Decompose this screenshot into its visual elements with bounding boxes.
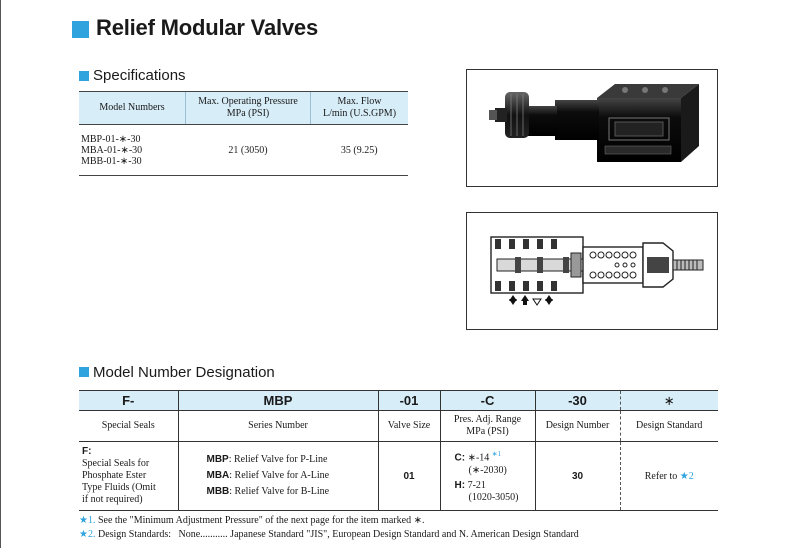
spec-data-row: MBP-01-∗-30 MBA-01-∗-30 MBB-01-∗-30 21 (… (79, 124, 408, 176)
title-marker (72, 21, 89, 38)
valve-photo-illustration (489, 84, 699, 162)
cross-section-drawing (466, 212, 718, 330)
pressure-h-psi: (1020-3050) (468, 491, 519, 503)
seals-line: if not required) (82, 494, 143, 505)
seals-line: Special Seals for (82, 458, 150, 469)
designation-table: F- MBP -01 -C -30 ∗ Special Seals Series… (79, 390, 718, 511)
footnote-2: ★2. Design Standards: None........... Ja… (79, 529, 579, 540)
spec-flow-cell: 35 (9.25) (310, 124, 408, 176)
valve-section-illustration (490, 236, 704, 306)
page-title: Relief Modular Valves (96, 15, 318, 40)
series-item: MBP: Relief Valve for P-Line (206, 454, 328, 465)
pressure-c-psi: (∗-2030) (468, 464, 507, 476)
pressure-c-line: C: ∗-14 ∗1 (454, 450, 502, 464)
series-item: MBB: Relief Valve for B-Line (206, 486, 330, 497)
product-photo (466, 69, 718, 187)
designation-heading: Model Number Designation (93, 364, 275, 381)
design-standard-cell: Refer to ★2 (619, 441, 718, 511)
model-number: MBB-01-∗-30 (81, 155, 142, 167)
designation-label-row: Special Seals Series Number Valve Size P… (79, 410, 718, 442)
label-valve-size: Valve Size (377, 410, 440, 442)
designation-body-row: F: Special Seals for Phosphate Ester Typ… (79, 441, 718, 511)
spec-pressure-cell: 21 (3050) (185, 124, 311, 176)
code-seals: F- (79, 390, 178, 411)
specifications-heading: Specifications (93, 67, 186, 84)
page-edge-rule (0, 0, 1, 548)
code-design-number: -30 (534, 390, 620, 411)
label-special-seals: Special Seals (79, 410, 178, 442)
spec-models-cell: MBP-01-∗-30 MBA-01-∗-30 MBB-01-∗-30 (79, 124, 186, 176)
series-item: MBA: Relief Valve for A-Line (206, 470, 330, 481)
label-series-number: Series Number (177, 410, 378, 442)
designation-marker (79, 367, 89, 377)
valve-size-cell: 01 (377, 441, 440, 511)
footnotes: ★1. See the "Minimum Adjustment Pressure… (79, 514, 779, 542)
label-design-standard: Design Standard (619, 410, 718, 442)
seals-code: F: (82, 446, 92, 457)
seals-line: Type Fluids (Omit (82, 482, 156, 493)
pressure-h-line: H: 7-21 (454, 479, 486, 491)
specifications-marker (79, 71, 89, 81)
code-design-standard: ∗ (619, 390, 718, 411)
seals-line: Phosphate Ester (82, 470, 147, 481)
note-ref-2: ★2 (679, 470, 694, 482)
code-valve-size: -01 (377, 390, 440, 411)
model-number: MBP-01-∗-30 (81, 133, 141, 145)
pressure-range-cell: C: ∗-14 ∗1 (∗-2030) H: 7-21 (1020-3050) (439, 441, 535, 511)
code-series: MBP (177, 390, 378, 411)
series-cell: MBP: Relief Valve for P-Line MBA: Relief… (177, 441, 378, 511)
code-pressure: -C (439, 390, 535, 411)
model-number: MBA-01-∗-30 (81, 144, 143, 156)
seals-cell: F: Special Seals for Phosphate Ester Typ… (79, 441, 178, 511)
footnote-1: ★1. See the "Minimum Adjustment Pressure… (79, 515, 425, 526)
designation-code-row: F- MBP -01 -C -30 ∗ (79, 390, 718, 411)
label-design-number: Design Number (534, 410, 620, 442)
spec-col-model: Model Numbers (79, 91, 186, 125)
design-number-cell: 30 (534, 441, 620, 511)
